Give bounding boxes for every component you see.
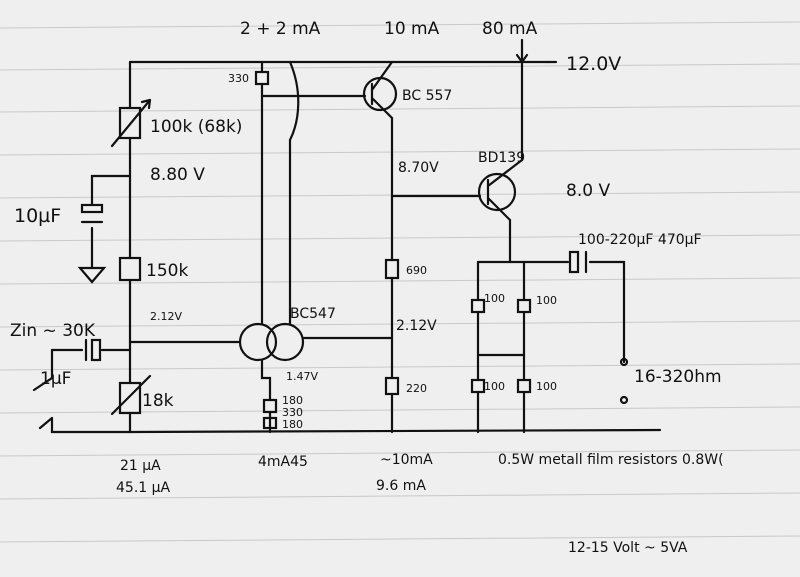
label-node-mid-v2: 2.12V — [396, 318, 437, 334]
label-r690: 690 — [406, 264, 427, 277]
bd139-leads — [486, 60, 524, 264]
ground-rail-wire — [128, 428, 662, 434]
transistor-bc547 — [238, 322, 278, 362]
input-jack — [32, 348, 132, 434]
label-r150k: 150k — [146, 261, 188, 281]
cap-output — [568, 250, 580, 274]
label-r-emitter-c: 180 — [282, 418, 303, 431]
label-rail-voltage: 12.0V — [566, 53, 621, 75]
ground-symbol — [77, 266, 107, 284]
resistor-18k-arrow — [110, 374, 152, 416]
resistor-par-1 — [470, 298, 486, 314]
label-emitter-v: 1.47V — [286, 370, 318, 383]
bc557-leads — [370, 60, 394, 198]
label-i-emitter: 4mA45 — [258, 454, 308, 470]
cap-1uf — [90, 338, 102, 362]
label-psu-note: 12-15 Volt ~ 5VA — [568, 540, 688, 556]
label-r-par-3: 100 — [484, 380, 505, 393]
pot-100k — [118, 106, 142, 140]
cap-10uf — [80, 203, 104, 214]
label-cap-1uf: 1µF — [40, 369, 71, 389]
resistor-220 — [384, 376, 400, 396]
label-resistor-note: 0.5W metall film resistors 0.8W( — [498, 452, 724, 468]
transistor-bc547-b — [265, 322, 305, 362]
resistor-150k — [118, 256, 142, 282]
label-node-mid-v: 2.12V — [150, 310, 182, 323]
label-i-stage-2: 9.6 mA — [376, 478, 426, 494]
output-network-wire — [476, 260, 626, 364]
label-r-emitter-b: 330 — [282, 406, 303, 419]
cap-10uf-wire — [90, 174, 132, 270]
resistor-par-3 — [470, 378, 486, 394]
label-r18k: 18k — [142, 391, 174, 411]
resistor-emitter-b — [262, 416, 278, 430]
resistor-grid-wire — [476, 260, 526, 434]
label-cap-10uf: 10µF — [14, 205, 61, 227]
label-bc557: BC 557 — [402, 88, 452, 104]
label-r-par-4: 100 — [536, 380, 557, 393]
load-terminal-top — [619, 357, 629, 367]
current-arrow — [515, 38, 529, 64]
resistor-330 — [254, 70, 270, 86]
pot-100k-arrow — [110, 98, 152, 148]
label-i-bias-2: 45.1 µA — [116, 480, 171, 496]
resistor-690 — [384, 258, 400, 280]
resistor-18k — [118, 381, 142, 415]
label-current-output: 80 mA — [482, 19, 538, 39]
feedback-wire — [260, 60, 300, 326]
label-zin: Zin ~ 30K — [10, 321, 96, 341]
label-bd139: BD139 — [478, 150, 525, 166]
label-out-v: 8.0 V — [566, 181, 610, 201]
label-r220: 220 — [406, 382, 427, 395]
label-bc547: BC547 — [290, 306, 336, 322]
transistor-bd139 — [477, 172, 517, 212]
label-r-par-2: 100 — [536, 294, 557, 307]
resistor-par-4 — [516, 378, 532, 394]
label-r-emitter-a: 180 — [282, 394, 303, 407]
label-current-bias: 2 + 2 mA — [240, 19, 321, 39]
load-terminal-bottom — [619, 395, 629, 405]
label-i-stage-1: ~10mA — [380, 452, 433, 468]
label-pot-100k: 100k (68k) — [150, 117, 242, 137]
resistor-emitter — [262, 398, 278, 414]
label-current-bc557: 10 mA — [384, 19, 440, 39]
label-node-top-v: 8.80 V — [150, 165, 205, 185]
label-cap-out: 100-220µF 470µF — [578, 232, 702, 248]
label-load: 16-320hm — [634, 367, 722, 387]
label-r330: 330 — [228, 72, 249, 85]
resistor-par-2 — [516, 298, 532, 314]
label-collector-v: 8.70V — [398, 160, 439, 176]
label-r-par-1: 100 — [484, 292, 505, 305]
label-i-bias-1: 21 µA — [120, 458, 161, 474]
